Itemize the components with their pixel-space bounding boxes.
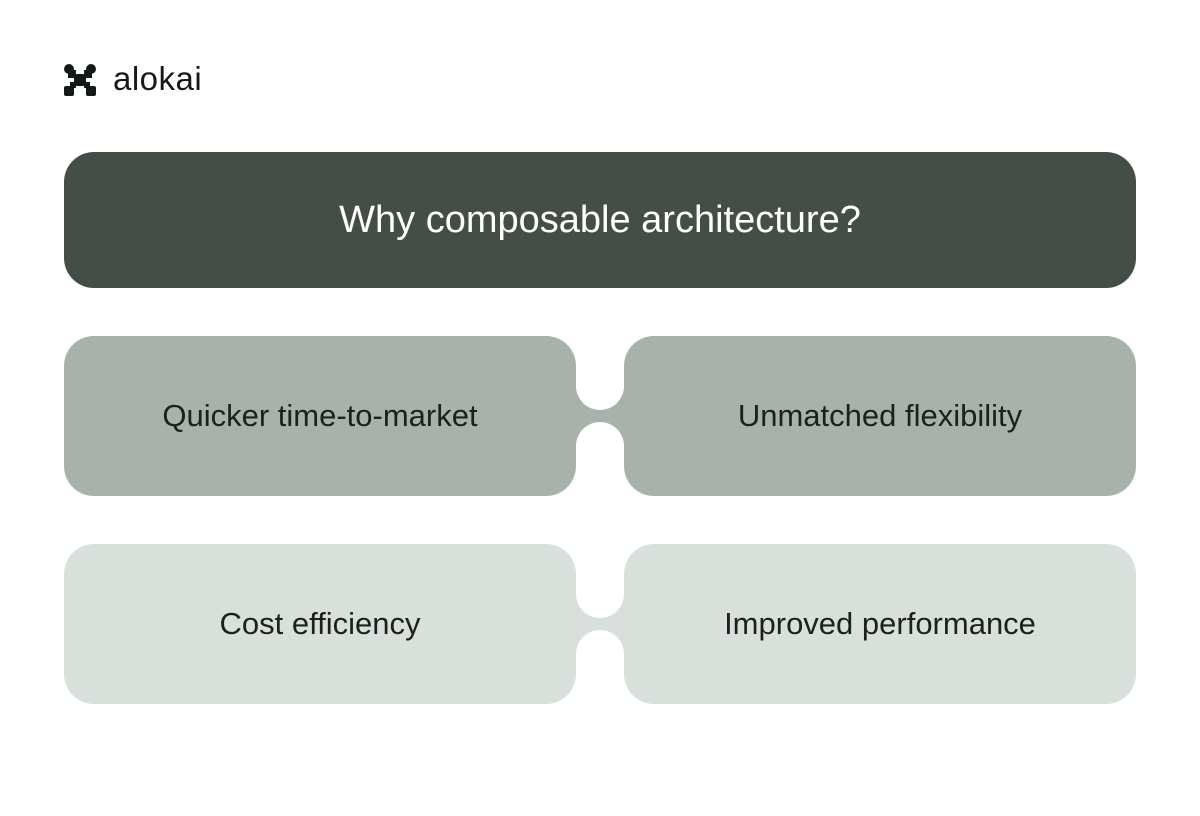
benefit-card: Unmatched flexibility [624, 336, 1136, 496]
connector-cutout [576, 630, 624, 710]
benefit-card: Improved performance [624, 544, 1136, 704]
connector-cutout [576, 330, 624, 410]
benefit-card: Cost efficiency [64, 544, 576, 704]
logo-text: alokai [113, 60, 203, 97]
benefit-card: Quicker time-to-market [64, 336, 576, 496]
connector-cutout [576, 422, 624, 502]
connector-cutout [576, 538, 624, 618]
alokai-logo-icon [64, 64, 96, 96]
title-banner: Why composable architecture? [64, 152, 1136, 288]
